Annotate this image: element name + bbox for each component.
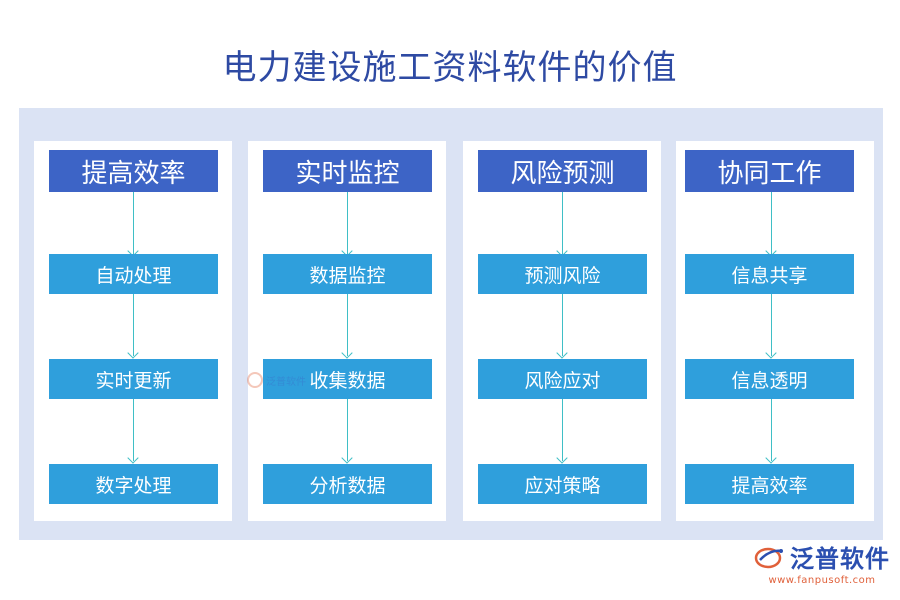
- down-arrow: [347, 192, 348, 254]
- column-header: 风险预测: [478, 150, 647, 192]
- step-box: 预测风险: [478, 254, 647, 294]
- down-arrow: [133, 192, 134, 254]
- step-box: 自动处理: [49, 254, 218, 294]
- down-arrow: [133, 399, 134, 461]
- step-box: 信息透明: [685, 359, 854, 399]
- brand-url: www.fanpusoft.com: [768, 575, 876, 586]
- column-header: 协同工作: [685, 150, 854, 192]
- step-box: 信息共享: [685, 254, 854, 294]
- watermark-text: 泛普软件: [266, 376, 306, 388]
- column-collaboration: 协同工作 信息共享 信息透明 提高效率: [676, 141, 874, 521]
- column-header: 提高效率: [49, 150, 218, 192]
- brand-name: 泛普软件: [790, 545, 890, 573]
- column-monitoring: 实时监控 数据监控 收集数据 分析数据: [248, 141, 446, 521]
- column-risk: 风险预测 预测风险 风险应对 应对策略: [463, 141, 661, 521]
- down-arrow: [771, 294, 772, 356]
- down-arrow: [562, 192, 563, 254]
- column-header: 实时监控: [263, 150, 432, 192]
- down-arrow: [347, 294, 348, 356]
- step-box: 实时更新: [49, 359, 218, 399]
- step-box: 应对策略: [478, 464, 647, 504]
- page-title: 电力建设施工资料软件的价值: [222, 48, 678, 88]
- down-arrow: [347, 399, 348, 461]
- down-arrow: [771, 399, 772, 461]
- column-efficiency: 提高效率 自动处理 实时更新 数字处理: [34, 141, 232, 521]
- down-arrow: [562, 294, 563, 356]
- watermark: 泛普软件: [247, 372, 306, 388]
- fanpu-logo-icon: [754, 547, 783, 568]
- down-arrow: [562, 399, 563, 461]
- down-arrow: [771, 192, 772, 254]
- step-box: 风险应对: [478, 359, 647, 399]
- step-box: 分析数据: [263, 464, 432, 504]
- step-box: 收集数据: [263, 359, 432, 399]
- brand-logo: 泛普软件 www.fanpusoft.com: [754, 539, 890, 586]
- step-box: 提高效率: [685, 464, 854, 504]
- step-box: 数据监控: [263, 254, 432, 294]
- step-box: 数字处理: [49, 464, 218, 504]
- watermark-logo-icon: [247, 372, 263, 388]
- down-arrow: [133, 294, 134, 356]
